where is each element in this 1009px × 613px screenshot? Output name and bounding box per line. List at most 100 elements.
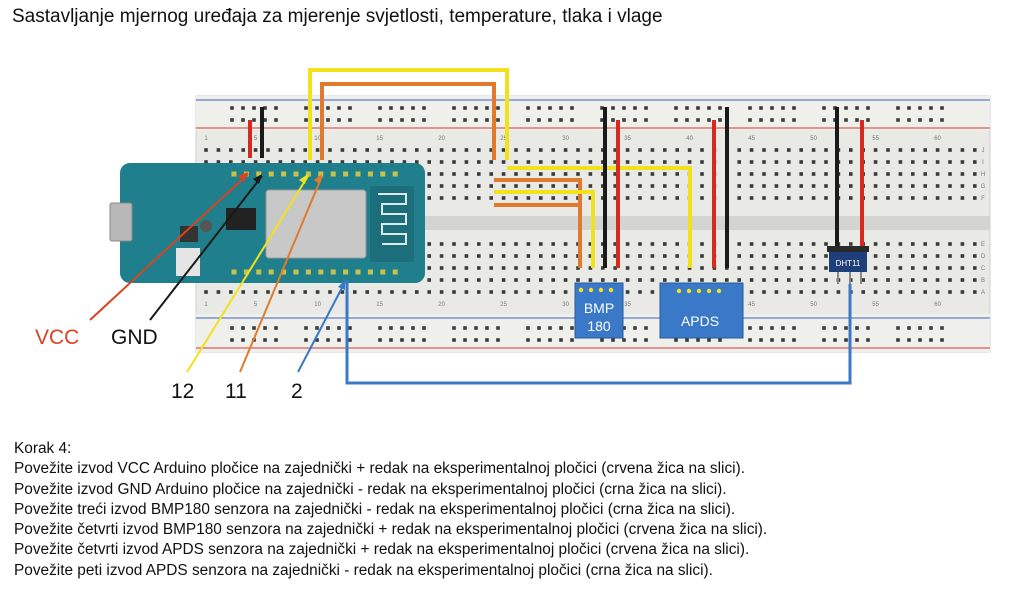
breadboard-hole bbox=[266, 148, 270, 152]
breadboard-hole bbox=[687, 278, 692, 282]
bmp180-module: BMP 180 bbox=[574, 282, 624, 339]
breadboard-hole bbox=[886, 290, 890, 294]
column-number: 60 bbox=[934, 302, 941, 308]
breadboard-hole bbox=[390, 160, 394, 164]
dht11-body bbox=[829, 250, 867, 272]
breadboard-hole bbox=[563, 254, 568, 258]
breadboard-hole bbox=[622, 118, 626, 122]
breadboard-hole bbox=[770, 326, 774, 330]
breadboard-hole bbox=[439, 242, 444, 246]
breadboard-hole bbox=[866, 326, 870, 330]
breadboard-hole bbox=[774, 290, 779, 294]
breadboard-hole bbox=[762, 278, 766, 282]
breadboard-hole bbox=[477, 278, 481, 282]
breadboard-hole bbox=[576, 160, 580, 164]
breadboard-hole bbox=[873, 266, 878, 270]
breadboard-hole bbox=[886, 266, 890, 270]
breadboard-hole bbox=[907, 118, 911, 122]
breadboard-hole bbox=[737, 148, 741, 152]
breadboard-hole bbox=[873, 254, 878, 258]
breadboard-hole bbox=[638, 242, 642, 246]
breadboard-hole bbox=[824, 172, 828, 176]
breadboard-hole bbox=[422, 326, 426, 330]
pointer-lines bbox=[89, 173, 346, 373]
breadboard-hole bbox=[315, 290, 320, 294]
breadboard-hole bbox=[685, 338, 689, 342]
breadboard-hole bbox=[973, 160, 977, 164]
breadboard-hole bbox=[973, 278, 977, 282]
breadboard-hole bbox=[638, 172, 642, 176]
breadboard-hole bbox=[929, 106, 933, 110]
breadboard-hole bbox=[687, 160, 692, 164]
breadboard-hole bbox=[844, 326, 848, 330]
breadboard-hole bbox=[241, 106, 245, 110]
breadboard-hole bbox=[822, 118, 826, 122]
breadboard-hole bbox=[799, 254, 803, 258]
breadboard-hole bbox=[315, 338, 319, 342]
breadboard-hole bbox=[896, 338, 900, 342]
breadboard-hole bbox=[229, 148, 233, 152]
breadboard-hole bbox=[501, 172, 506, 176]
breadboard-hole bbox=[774, 184, 779, 188]
breadboard-hole bbox=[792, 118, 796, 122]
breadboard-hole bbox=[781, 106, 785, 110]
breadboard-hole bbox=[340, 290, 345, 294]
breadboard-hole bbox=[348, 326, 352, 330]
breadboard-hole bbox=[496, 118, 500, 122]
breadboard-hole bbox=[274, 118, 278, 122]
breadboard-hole bbox=[378, 106, 382, 110]
breadboard-hole bbox=[824, 184, 828, 188]
breadboard-hole bbox=[241, 148, 245, 152]
breadboard-hole bbox=[907, 338, 911, 342]
breadboard-hole bbox=[737, 172, 741, 176]
breadboard-hole bbox=[923, 148, 927, 152]
breadboard-hole bbox=[948, 148, 952, 152]
breadboard-hole bbox=[792, 106, 796, 110]
breadboard-hole bbox=[340, 148, 345, 152]
breadboard-hole bbox=[898, 242, 903, 246]
breadboard-hole bbox=[252, 106, 256, 110]
breadboard-hole bbox=[811, 290, 816, 294]
breadboard-hole bbox=[537, 326, 541, 330]
breadboard-hole bbox=[622, 106, 626, 110]
breadboard-hole bbox=[588, 242, 593, 246]
breadboard-hole bbox=[644, 118, 648, 122]
breadboard-hole bbox=[348, 106, 352, 110]
breadboard-hole bbox=[896, 326, 900, 330]
breadboard-hole bbox=[696, 118, 700, 122]
breadboard-hole bbox=[539, 266, 543, 270]
breadboard-hole bbox=[514, 184, 518, 188]
breadboard-hole bbox=[559, 338, 563, 342]
breadboard-hole bbox=[537, 118, 541, 122]
breadboard-hole bbox=[452, 266, 456, 270]
breadboard-hole bbox=[644, 326, 648, 330]
antenna-trace bbox=[378, 193, 407, 245]
breadboard-hole bbox=[304, 338, 308, 342]
breadboard-hole bbox=[328, 160, 332, 164]
column-number: 1 bbox=[204, 302, 208, 308]
breadboard-hole bbox=[548, 106, 552, 110]
breadboard-hole bbox=[400, 106, 404, 110]
usb-connector bbox=[109, 202, 133, 242]
breadboard-hole bbox=[718, 118, 722, 122]
breadboard-hole bbox=[389, 338, 393, 342]
breadboard-hole bbox=[774, 160, 779, 164]
arrow-11 bbox=[314, 174, 322, 184]
breadboard-hole bbox=[230, 118, 234, 122]
breadboard-hole bbox=[613, 172, 617, 176]
breadboard-hole bbox=[452, 196, 456, 200]
breadboard-hole bbox=[477, 242, 481, 246]
arduino-pin bbox=[330, 171, 336, 177]
breadboard-hole bbox=[948, 196, 952, 200]
breadboard-hole bbox=[948, 290, 952, 294]
reset-button bbox=[200, 220, 212, 232]
breadboard-hole bbox=[241, 290, 245, 294]
breadboard-hole bbox=[551, 160, 555, 164]
breadboard-hole bbox=[463, 338, 467, 342]
pin-12-label: 12 bbox=[171, 380, 195, 403]
column-number: 30 bbox=[562, 302, 569, 308]
breadboard-hole bbox=[601, 278, 605, 282]
breadboard-hole bbox=[824, 148, 828, 152]
breadboard-hole bbox=[866, 338, 870, 342]
breadboard-hole bbox=[762, 242, 766, 246]
